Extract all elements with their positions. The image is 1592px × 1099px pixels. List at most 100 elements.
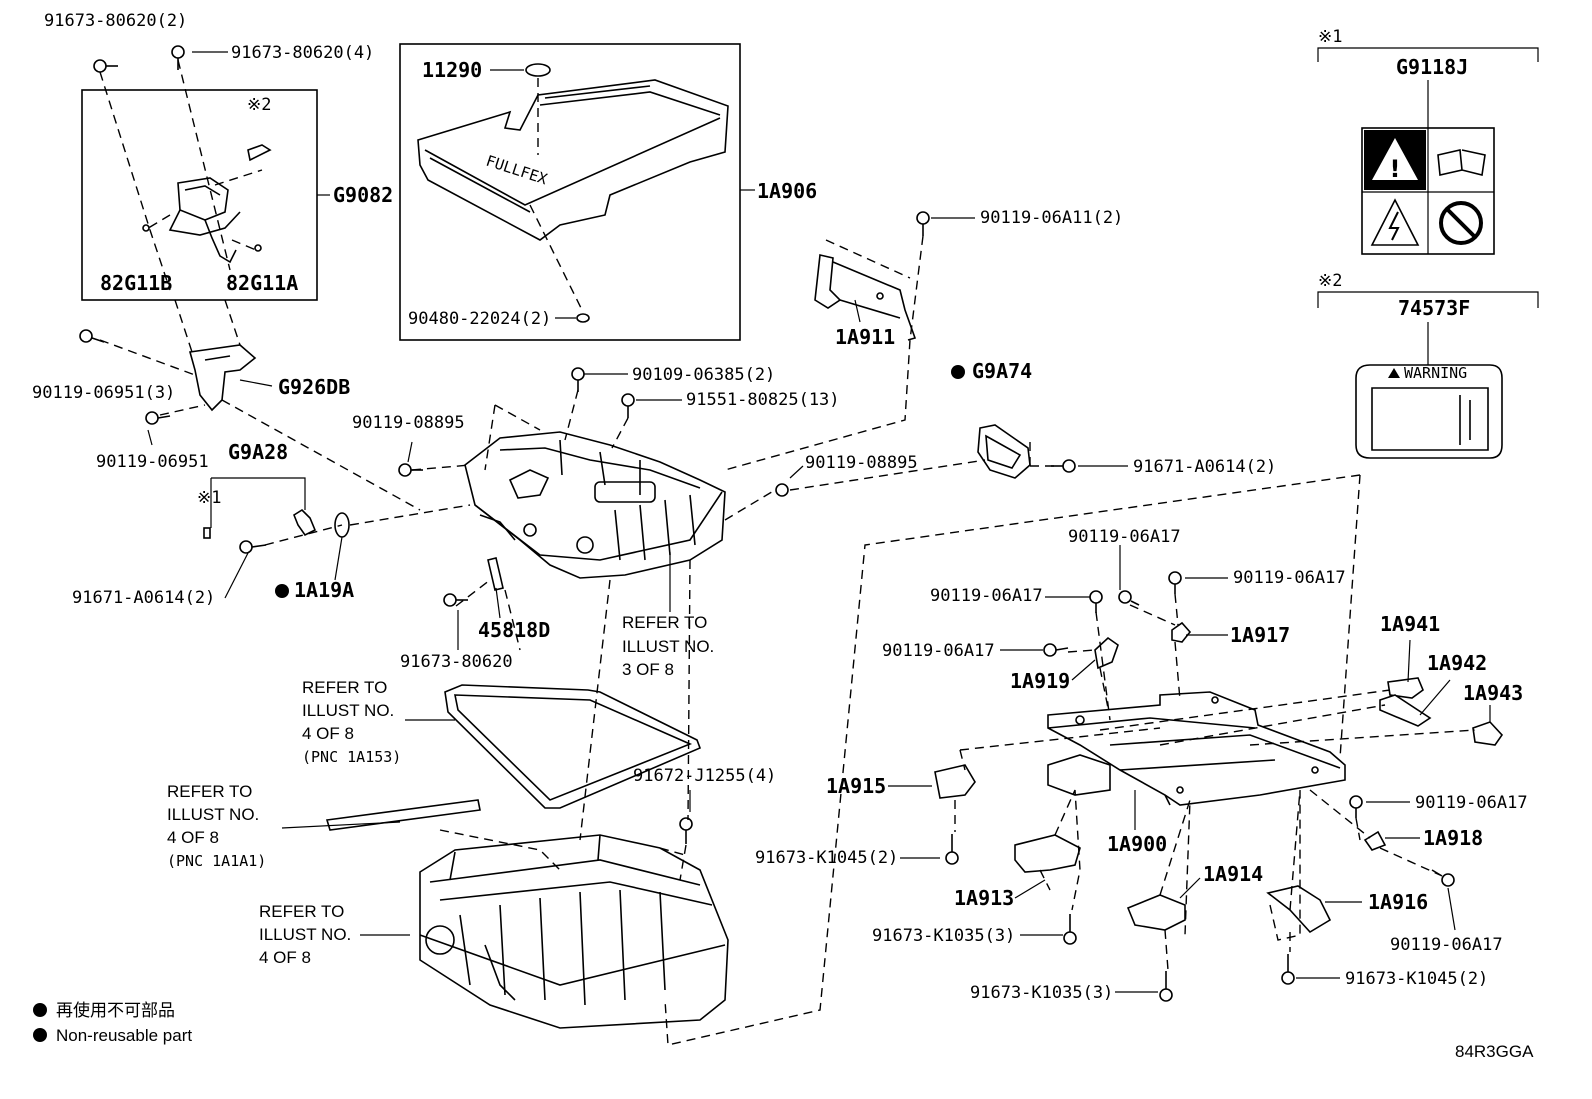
label-90119-06a17-left: 90119-06A17 xyxy=(882,641,995,661)
label-1a906: 1A906 xyxy=(757,179,817,203)
label-91673-k1035-3-bottom: 91673-K1035(3) xyxy=(970,983,1113,1003)
bracket-g926db xyxy=(188,344,257,412)
svg-text:(PNC 1A1A1): (PNC 1A1A1) xyxy=(167,852,266,870)
svg-text:4 OF 8: 4 OF 8 xyxy=(302,724,354,743)
label-91673-80620-4: 91673-80620(4) xyxy=(231,43,374,63)
label-1a19a: 1A19A xyxy=(294,578,354,602)
label-g9082: G9082 xyxy=(333,183,393,207)
warning-label-g9118j: ! xyxy=(1317,47,1539,255)
label-91673-k1045-2-right: 91673-K1045(2) xyxy=(1345,969,1488,989)
part-labels: 91673-80620(2) 91673-80620(4) ※2 G9082 8… xyxy=(32,11,1528,1003)
bracket-1a942 xyxy=(1379,694,1432,727)
label-note2-g9082: ※2 xyxy=(247,95,271,115)
svg-text:!: ! xyxy=(1390,155,1401,183)
legend-dot-jp xyxy=(33,1003,47,1017)
label-1a915: 1A915 xyxy=(826,774,886,798)
1a906-box xyxy=(399,43,741,341)
label-90480-22024-2: 90480-22024(2) xyxy=(408,309,551,329)
label-91673-80620: 91673-80620 xyxy=(400,652,513,672)
label-1a941: 1A941 xyxy=(1380,612,1440,636)
label-90119-06951: 90119-06951 xyxy=(96,452,209,472)
svg-text:3 OF 8: 3 OF 8 xyxy=(622,660,674,679)
bracket-1a943 xyxy=(1472,721,1504,746)
label-g9a74: G9A74 xyxy=(972,359,1032,383)
refer-note-4of8-1a153: REFER TO ILLUST NO. 4 OF 8 (PNC 1A153) xyxy=(302,678,401,766)
engine-cover-1a906: FULLFEX xyxy=(417,63,729,323)
label-90109-06385-2: 90109-06385(2) xyxy=(632,365,775,385)
warning-triangle-icon xyxy=(1372,138,1418,180)
label-note1-g9118j: ※1 xyxy=(1318,27,1342,47)
bracket-1a914 xyxy=(1126,894,1186,931)
label-82g11b: 82G11B xyxy=(100,271,172,295)
seal-strip xyxy=(325,799,481,831)
illustration-code: 84R3GGA xyxy=(1455,1042,1534,1061)
nonreusable-dot-1a19a xyxy=(275,584,289,598)
label-1a943: 1A943 xyxy=(1463,681,1523,705)
bracket-1a911 xyxy=(814,254,917,341)
label-1a918: 1A918 xyxy=(1423,826,1483,850)
label-1a917: 1A917 xyxy=(1230,623,1290,647)
label-90119-06a17-mid: 90119-06A17 xyxy=(930,586,1043,606)
label-90119-06a17-top: 90119-06A17 xyxy=(1068,527,1181,547)
bracket-1a916 xyxy=(1266,885,1332,934)
label-90119-06a17-r2: 90119-06A17 xyxy=(1390,935,1503,955)
bracket-1a917 xyxy=(1171,621,1192,643)
label-note2-74573f: ※2 xyxy=(1318,271,1342,291)
svg-text:ILLUST NO.: ILLUST NO. xyxy=(622,637,714,656)
g9082-assembly xyxy=(142,144,272,264)
gasket-ring xyxy=(444,684,702,809)
lower-case-assembly xyxy=(419,834,729,1029)
label-91671-a0614-2-right: 91671-A0614(2) xyxy=(1133,457,1276,477)
leader-lines xyxy=(147,51,1491,993)
label-1a914: 1A914 xyxy=(1203,862,1263,886)
svg-text:(PNC 1A153): (PNC 1A153) xyxy=(302,748,401,766)
refer-note-3of8: REFER TO ILLUST NO. 3 OF 8 xyxy=(622,613,714,679)
label-1a919: 1A919 xyxy=(1010,669,1070,693)
label-11290: 11290 xyxy=(422,58,482,82)
gasket-g9a74 xyxy=(977,424,1031,479)
legend-text-jp: 再使用不可部品 xyxy=(56,1000,175,1020)
label-90119-08895-left: 90119-08895 xyxy=(352,413,465,433)
high-voltage-icon xyxy=(1370,198,1420,246)
nonreusable-dot-g9a74 xyxy=(951,365,965,379)
emblem-11290 xyxy=(525,63,551,77)
svg-text:REFER TO: REFER TO xyxy=(622,613,707,632)
bracket-45818d xyxy=(487,557,504,591)
legend-dot-en xyxy=(33,1028,47,1042)
label-1a911: 1A911 xyxy=(835,325,895,349)
label-91671-a0614-2-left: 91671-A0614(2) xyxy=(72,588,215,608)
label-1a900: 1A900 xyxy=(1107,832,1167,856)
grommet-90480 xyxy=(576,313,590,323)
inverter-assembly xyxy=(464,431,726,579)
svg-text:REFER TO: REFER TO xyxy=(259,902,344,921)
label-note1-g9a28: ※1 xyxy=(197,488,221,508)
label-90119-08895-right: 90119-08895 xyxy=(805,453,918,473)
label-1a916: 1A916 xyxy=(1368,890,1428,914)
label-g926db: G926DB xyxy=(278,375,350,399)
svg-text:4 OF 8: 4 OF 8 xyxy=(167,828,219,847)
bracket-1a941 xyxy=(1387,677,1424,699)
bracket-plate-1a900 xyxy=(1047,691,1346,806)
label-1a942: 1A942 xyxy=(1427,651,1487,675)
svg-text:REFER TO: REFER TO xyxy=(302,678,387,697)
svg-text:ILLUST NO.: ILLUST NO. xyxy=(302,701,394,720)
label-g9118j: G9118J xyxy=(1396,55,1468,79)
label-90119-06a17-topright: 90119-06A17 xyxy=(1233,568,1346,588)
refer-note-4of8-1a1a1: REFER TO ILLUST NO. 4 OF 8 (PNC 1A1A1) xyxy=(167,782,266,870)
svg-text:REFER TO: REFER TO xyxy=(167,782,252,801)
legend-text-en: Non-reusable part xyxy=(56,1026,192,1045)
no-touch-icon xyxy=(1439,201,1483,245)
label-91672-j1255-4: 91672-J1255(4) xyxy=(633,766,776,786)
label-82g11a: 82G11A xyxy=(226,271,298,295)
small-warning-text: WARNING xyxy=(1404,364,1467,382)
label-91673-80620-2: 91673-80620(2) xyxy=(44,11,187,31)
label-90119-06951-3: 90119-06951(3) xyxy=(32,383,175,403)
manual-book-icon xyxy=(1437,149,1486,176)
label-91673-k1035-3-left: 91673-K1035(3) xyxy=(872,926,1015,946)
assembly-lines xyxy=(99,59,1476,1046)
label-91673-k1045-2-left: 91673-K1045(2) xyxy=(755,848,898,868)
label-74573f: 74573F xyxy=(1398,296,1470,320)
svg-text:4 OF 8: 4 OF 8 xyxy=(259,948,311,967)
bracket-1a915 xyxy=(934,764,976,799)
